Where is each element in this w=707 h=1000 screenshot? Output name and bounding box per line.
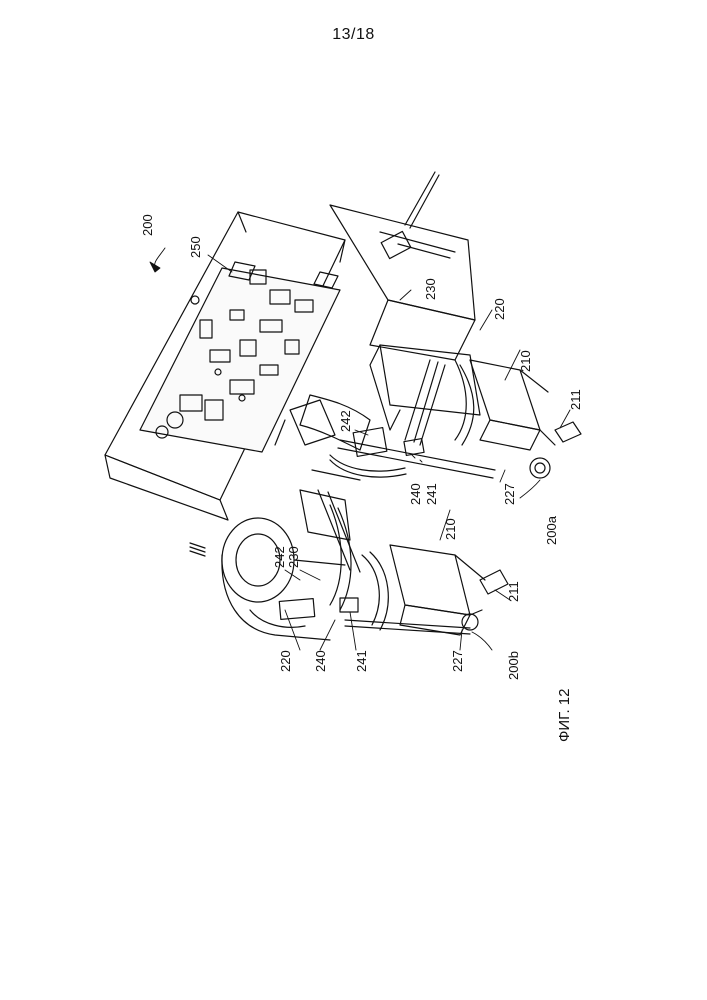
pump-assembly-200a: [275, 345, 581, 478]
label-230-top: 230: [423, 278, 438, 300]
label-200: 200: [140, 214, 155, 236]
label-211-bottom: 211: [506, 581, 521, 602]
label-240-bottom: 240: [313, 650, 328, 672]
label-211-top: 211: [568, 389, 583, 410]
label-200b: 200b: [506, 651, 521, 680]
label-241-bottom: 241: [354, 650, 369, 672]
label-220-bottom: 220: [278, 650, 293, 672]
label-210-bottom: 210: [443, 518, 458, 540]
pump-assembly-200b: [190, 470, 508, 640]
label-227-bottom: 227: [450, 650, 465, 672]
label-240-top: 240: [408, 483, 423, 505]
circuit-board: [140, 262, 340, 452]
label-210-top: 210: [518, 350, 533, 372]
label-250: 250: [188, 236, 203, 258]
label-200a: 200a: [544, 515, 559, 545]
label-242-top: 242: [338, 410, 353, 432]
label-242-bottom: 242: [272, 546, 287, 568]
label-241-top: 241: [424, 483, 439, 505]
label-220-top: 220: [492, 298, 507, 320]
mounting-bracket: [330, 172, 475, 360]
label-227-top: 227: [502, 483, 517, 505]
label-230-bottom: 230: [286, 546, 301, 568]
figure-caption: ФИГ. 12: [556, 682, 576, 742]
